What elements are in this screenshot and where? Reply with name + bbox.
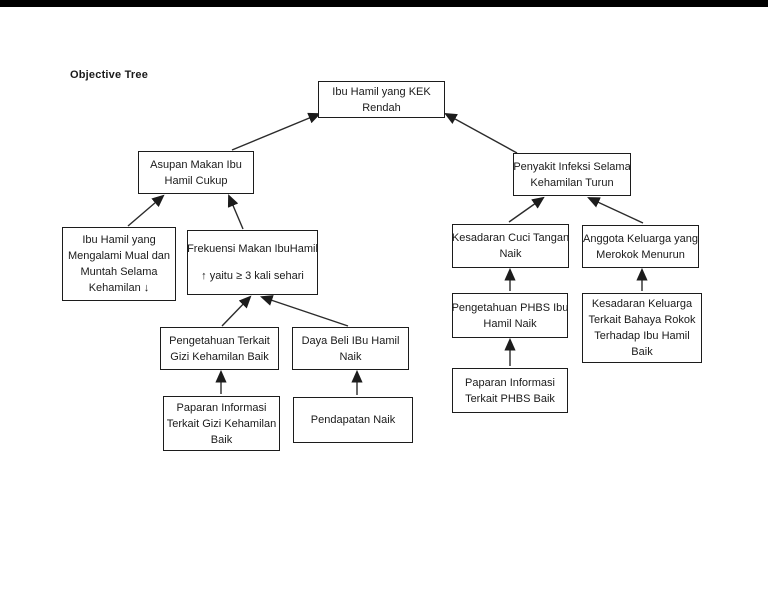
node-label: Terkait Bahaya Rokok [588, 314, 696, 326]
node-label: Terkait PHBS Baik [465, 392, 555, 405]
node-penyakit-infeksi-turun: Penyakit Infeksi Selama Kehamilan Turun [513, 153, 631, 196]
node-label: Naik [499, 248, 522, 260]
node-label: Merokok Menurun [596, 248, 685, 261]
edge-asupan-to-kek [231, 112, 321, 151]
node-label: Muntah Selama [80, 266, 158, 278]
edge-penyakit-to-kek [444, 112, 518, 154]
node-label: Terkait Gizi Kehamilan [166, 417, 277, 430]
node-label: Naik [339, 350, 362, 363]
node-label: Pendapatan Naik [310, 414, 396, 426]
page-top-bar [0, 0, 768, 7]
node-asupan-makan-cukup: Asupan Makan Ibu Hamil Cukup [138, 151, 254, 194]
node-frekuensi-makan-naik: Frekuensi Makan IbuHamil ↑ yaitu ≥ 3 kal… [187, 230, 318, 295]
node-kesadaran-bahaya-rokok-baik: Kesadaran Keluarga Terkait Bahaya Rokok … [582, 293, 702, 363]
node-paparan-informasi-gizi-baik: Paparan Informasi Terkait Gizi Kehamilan… [163, 396, 280, 451]
node-pengetahuan-phbs-naik: Pengetahuan PHBS Ibu Hamil Naik [452, 293, 568, 338]
edge-cuci-to-penyakit [508, 196, 545, 223]
node-label: Paparan Informasi [176, 401, 267, 414]
edge-dayabeli-to-frekuensi [260, 295, 349, 327]
node-label: ↑ yaitu ≥ 3 kali sehari [201, 270, 304, 282]
node-anggota-merokok-menurun: Anggota Keluarga yang Merokok Menurun [582, 225, 699, 268]
node-label: Anggota Keluarga yang [583, 232, 698, 245]
node-label: Kesadaran Cuci Tangan [451, 232, 570, 244]
node-label: Hamil Naik [483, 317, 537, 330]
node-pengetahuan-gizi-baik: Pengetahuan Terkait Gizi Kehamilan Baik [160, 327, 279, 370]
diagram-title: Objective Tree [70, 69, 149, 81]
node-paparan-informasi-phbs-baik: Paparan Informasi Terkait PHBS Baik [452, 368, 568, 413]
node-label: Ibu Hamil yang KEK [332, 85, 431, 98]
node-pendapatan-naik: Pendapatan Naik [293, 397, 413, 443]
node-label: Kehamilan Turun [530, 176, 614, 189]
node-label: Paparan Informasi [465, 376, 555, 389]
node-label: Rendah [362, 101, 401, 114]
node-label: Pengetahuan Terkait [169, 334, 270, 347]
node-label: Baik [631, 346, 653, 358]
node-ibu-hamil-kek-rendah: Ibu Hamil yang KEK Rendah [318, 81, 445, 118]
node-label: Mengalami Mual dan [67, 250, 171, 262]
edge-gizi-to-frekuensi [221, 295, 252, 327]
node-kesadaran-cuci-tangan-naik: Kesadaran Cuci Tangan Naik [452, 224, 569, 268]
node-mual-muntah-turun: Ibu Hamil yang Mengalami Mual dan Muntah… [62, 227, 176, 301]
node-label: Terhadap Ibu Hamil [594, 330, 690, 342]
node-label: Baik [210, 433, 233, 446]
node-label: Kesadaran Keluarga [591, 298, 693, 310]
edge-anggota-to-penyakit [587, 197, 644, 224]
edge-mual-to-asupan [127, 194, 165, 227]
node-label: Kehamilan ↓ [88, 282, 150, 294]
node-label: Hamil Cukup [164, 174, 228, 187]
node-label: Daya Beli IBu Hamil [301, 334, 400, 347]
node-label: Penyakit Infeksi Selama [513, 160, 631, 173]
edge-frekuensi-to-asupan [227, 194, 244, 230]
node-label: Asupan Makan Ibu [150, 158, 242, 171]
node-label: Gizi Kehamilan Baik [170, 350, 269, 363]
node-label: Pengetahuan PHBS Ibu [451, 301, 569, 314]
node-label: Ibu Hamil yang [82, 234, 156, 246]
node-daya-beli-naik: Daya Beli IBu Hamil Naik [292, 327, 409, 370]
node-label: Frekuensi Makan IbuHamil [187, 243, 318, 255]
